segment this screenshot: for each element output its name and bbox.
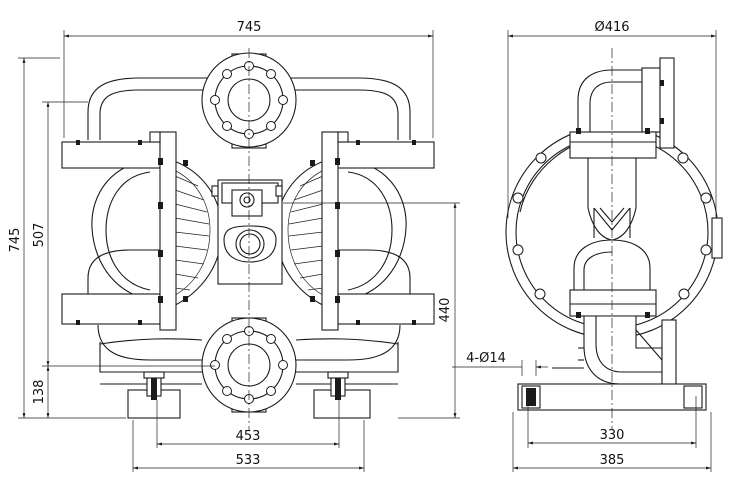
front-feet xyxy=(127,371,371,419)
dim-front-height-total: 745 xyxy=(8,228,23,253)
dim-front-bolt-spacing: 453 xyxy=(236,429,261,444)
front-view xyxy=(61,52,435,419)
dim-front-side-height: 440 xyxy=(438,298,453,323)
dim-front-base-width: 533 xyxy=(236,453,261,468)
dim-side-base-width: 385 xyxy=(600,453,625,468)
dim-side-diameter: Ø416 xyxy=(594,20,629,35)
front-dimensions: 745 745 507 138 440 453 533 xyxy=(8,20,460,472)
clamp-bolts xyxy=(76,140,416,325)
dim-front-width: 745 xyxy=(237,20,262,35)
dim-side-holes: 4-Ø14 xyxy=(466,351,506,366)
side-upper-clamp xyxy=(569,128,657,159)
side-top-elbow xyxy=(577,57,675,149)
side-inlet-elbow xyxy=(552,315,677,391)
upper-manifold xyxy=(87,77,411,140)
bottom-flange xyxy=(201,317,297,413)
dim-front-base-height: 138 xyxy=(32,380,47,405)
right-chamber xyxy=(275,157,407,311)
side-dimensions: Ø416 4-Ø14 330 385 xyxy=(452,20,717,472)
side-lower-clamp xyxy=(569,289,657,318)
clamp-bars xyxy=(61,131,435,331)
left-chamber xyxy=(91,157,223,311)
side-view xyxy=(505,57,723,411)
center-body xyxy=(211,179,283,285)
dim-front-height-upper: 507 xyxy=(32,223,47,248)
dim-side-bolt-spacing: 330 xyxy=(600,428,625,443)
lower-manifold xyxy=(87,249,411,361)
